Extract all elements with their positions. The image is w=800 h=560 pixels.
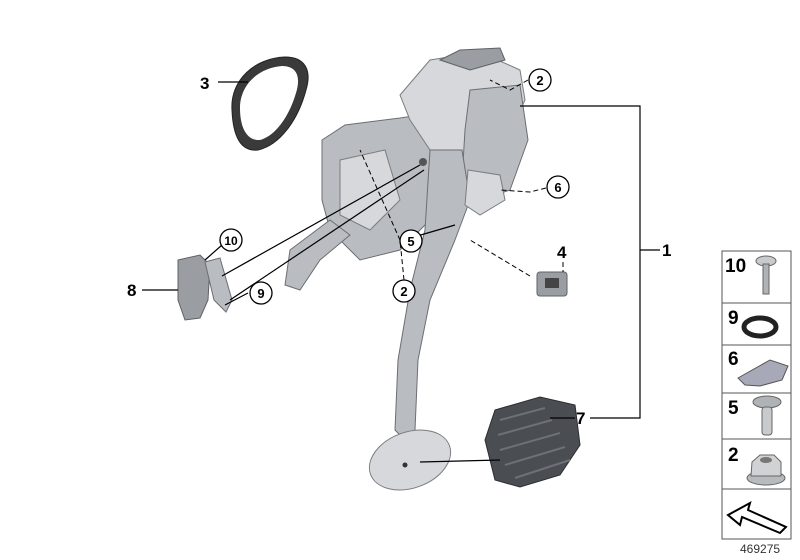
pedal-pad-part-7 xyxy=(484,396,581,488)
clip-icon xyxy=(737,359,789,387)
svg-text:4: 4 xyxy=(557,243,567,262)
callout-7: 7 xyxy=(576,409,585,428)
callout-9: 9 xyxy=(249,281,273,305)
callout-5: 5 xyxy=(399,229,423,253)
callout-2-bottom: 2 xyxy=(392,279,416,303)
pin-icon xyxy=(752,395,782,436)
svg-text:5: 5 xyxy=(407,234,414,249)
small-parts-legend: 10 9 6 5 2 469275 xyxy=(721,250,792,556)
svg-text:5: 5 xyxy=(728,398,739,419)
svg-text:10: 10 xyxy=(725,256,746,277)
flange-nut-icon xyxy=(746,454,786,486)
svg-text:7: 7 xyxy=(576,409,585,428)
callout-10: 10 xyxy=(219,228,243,252)
arrow-icon xyxy=(726,500,788,535)
reference-number: 469275 xyxy=(740,542,780,556)
svg-text:1: 1 xyxy=(662,241,671,260)
screw-icon xyxy=(755,255,777,295)
pedal-arm xyxy=(368,149,506,491)
pedal-bracket xyxy=(284,47,529,291)
callout-8: 8 xyxy=(127,281,136,300)
sensor-part-8 xyxy=(177,254,233,321)
svg-text:6: 6 xyxy=(554,180,561,195)
svg-text:2: 2 xyxy=(400,284,407,299)
callout-2-top: 2 xyxy=(528,68,552,92)
svg-text:8: 8 xyxy=(127,281,136,300)
callout-4: 4 xyxy=(557,243,567,262)
svg-text:2: 2 xyxy=(728,445,739,466)
svg-text:9: 9 xyxy=(257,286,264,301)
svg-text:3: 3 xyxy=(200,74,209,93)
svg-text:10: 10 xyxy=(224,234,238,248)
gasket-part-3 xyxy=(231,56,309,151)
svg-text:6: 6 xyxy=(728,349,739,370)
leader-lines xyxy=(142,79,660,463)
svg-text:9: 9 xyxy=(728,308,739,329)
svg-text:2: 2 xyxy=(536,73,543,88)
callout-3: 3 xyxy=(200,74,209,93)
connector-part-4 xyxy=(536,271,568,297)
callout-1: 1 xyxy=(662,241,671,260)
o-ring-icon xyxy=(741,315,779,339)
callout-6: 6 xyxy=(546,175,570,199)
